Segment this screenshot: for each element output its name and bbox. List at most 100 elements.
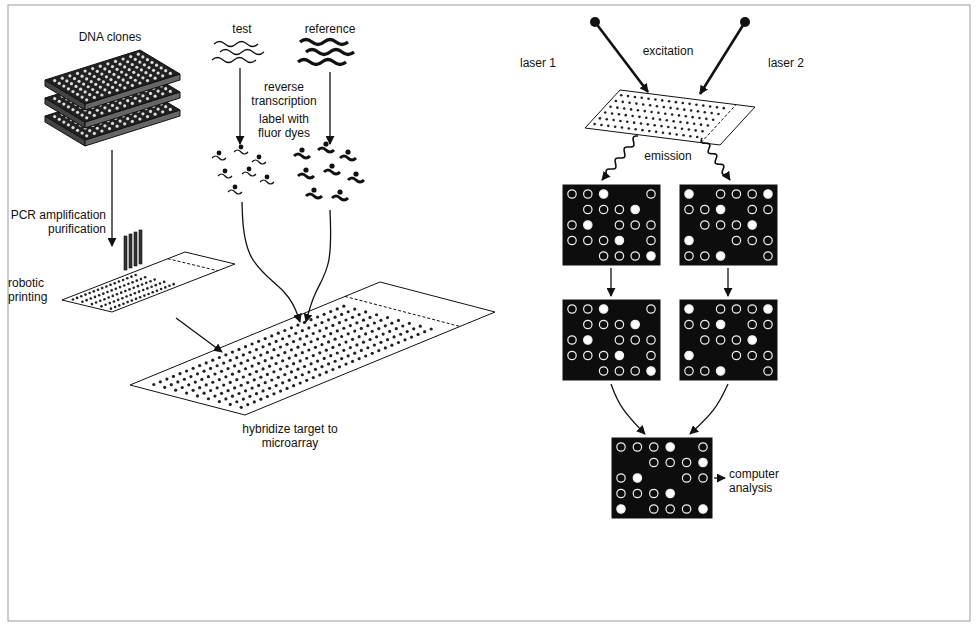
spot [61, 77, 64, 80]
spot [62, 120, 65, 123]
spot-signal [647, 367, 655, 375]
spot [240, 362, 243, 365]
spot [353, 352, 356, 355]
flow-arrow [242, 202, 300, 322]
spot [312, 376, 315, 379]
spot [268, 387, 271, 390]
spot [202, 392, 205, 395]
spot [224, 353, 227, 356]
spot [142, 289, 145, 292]
spot [292, 384, 295, 387]
spot [149, 92, 152, 95]
spot [264, 337, 267, 340]
spot [146, 115, 149, 118]
spot [611, 112, 614, 115]
spot [266, 351, 269, 354]
spot [320, 343, 323, 346]
spot [237, 392, 240, 395]
spot [88, 111, 91, 114]
spot [178, 372, 181, 375]
spot [116, 107, 119, 110]
spot [93, 290, 96, 293]
spot [81, 95, 84, 98]
spot [288, 379, 291, 382]
spot [161, 110, 164, 113]
spot [712, 118, 715, 121]
spot [329, 354, 332, 357]
spot [392, 335, 395, 338]
spot [647, 97, 650, 100]
spot [325, 326, 328, 329]
spot [131, 84, 134, 87]
spot [102, 80, 105, 83]
spot [669, 132, 672, 135]
spot [85, 299, 88, 302]
spot [118, 280, 121, 283]
spot [327, 318, 330, 321]
spot [675, 133, 678, 136]
spot [141, 55, 144, 58]
test-rna [214, 42, 258, 47]
labeled-test-cdna [234, 150, 248, 154]
spot [129, 294, 132, 297]
labeled-reference-cdna [348, 178, 364, 182]
spot [647, 123, 650, 126]
spot [131, 63, 134, 66]
spot [619, 120, 622, 123]
spot [134, 97, 137, 100]
spot [268, 343, 271, 346]
spot-signal [568, 221, 576, 229]
spot [716, 106, 719, 109]
spot [222, 361, 225, 364]
spot [299, 359, 302, 362]
print-pin [129, 234, 132, 268]
spot [130, 275, 133, 278]
spot-signal [701, 336, 709, 344]
spot-signal [599, 190, 607, 198]
spot-signal [615, 351, 623, 359]
spot [152, 69, 155, 72]
spot [331, 346, 334, 349]
spot [154, 284, 157, 287]
spot [147, 293, 150, 296]
spot [410, 335, 413, 338]
spot [251, 386, 254, 389]
spot-signal [685, 190, 693, 198]
spot [659, 118, 662, 121]
spot [641, 129, 644, 132]
spot [96, 127, 99, 130]
spot [169, 108, 172, 111]
spot [660, 125, 663, 128]
spot [301, 351, 304, 354]
spot [626, 120, 629, 123]
spot-signal [647, 236, 655, 244]
spot [340, 313, 343, 316]
spot [294, 376, 297, 379]
spot-signal [701, 367, 709, 375]
spot [169, 72, 172, 75]
labeled-reference-cdna [318, 148, 334, 152]
spot [235, 400, 238, 403]
spot [390, 322, 393, 325]
spot-signal [764, 351, 772, 359]
spot [266, 395, 269, 398]
spot [207, 397, 210, 400]
reference-rna [300, 40, 348, 45]
spot [316, 337, 319, 340]
spot [355, 343, 358, 346]
spot [231, 373, 234, 376]
spot [688, 128, 691, 131]
spot [85, 116, 88, 119]
spot-signal [685, 236, 693, 244]
spot-signal [701, 252, 709, 260]
spot [366, 346, 369, 349]
spot [62, 84, 65, 87]
spot [702, 104, 705, 107]
spot [364, 354, 367, 357]
spot [357, 313, 360, 316]
spot-signal [647, 336, 655, 344]
spot [144, 276, 147, 279]
spot [71, 90, 74, 93]
spot [67, 105, 70, 108]
spot [132, 71, 135, 74]
